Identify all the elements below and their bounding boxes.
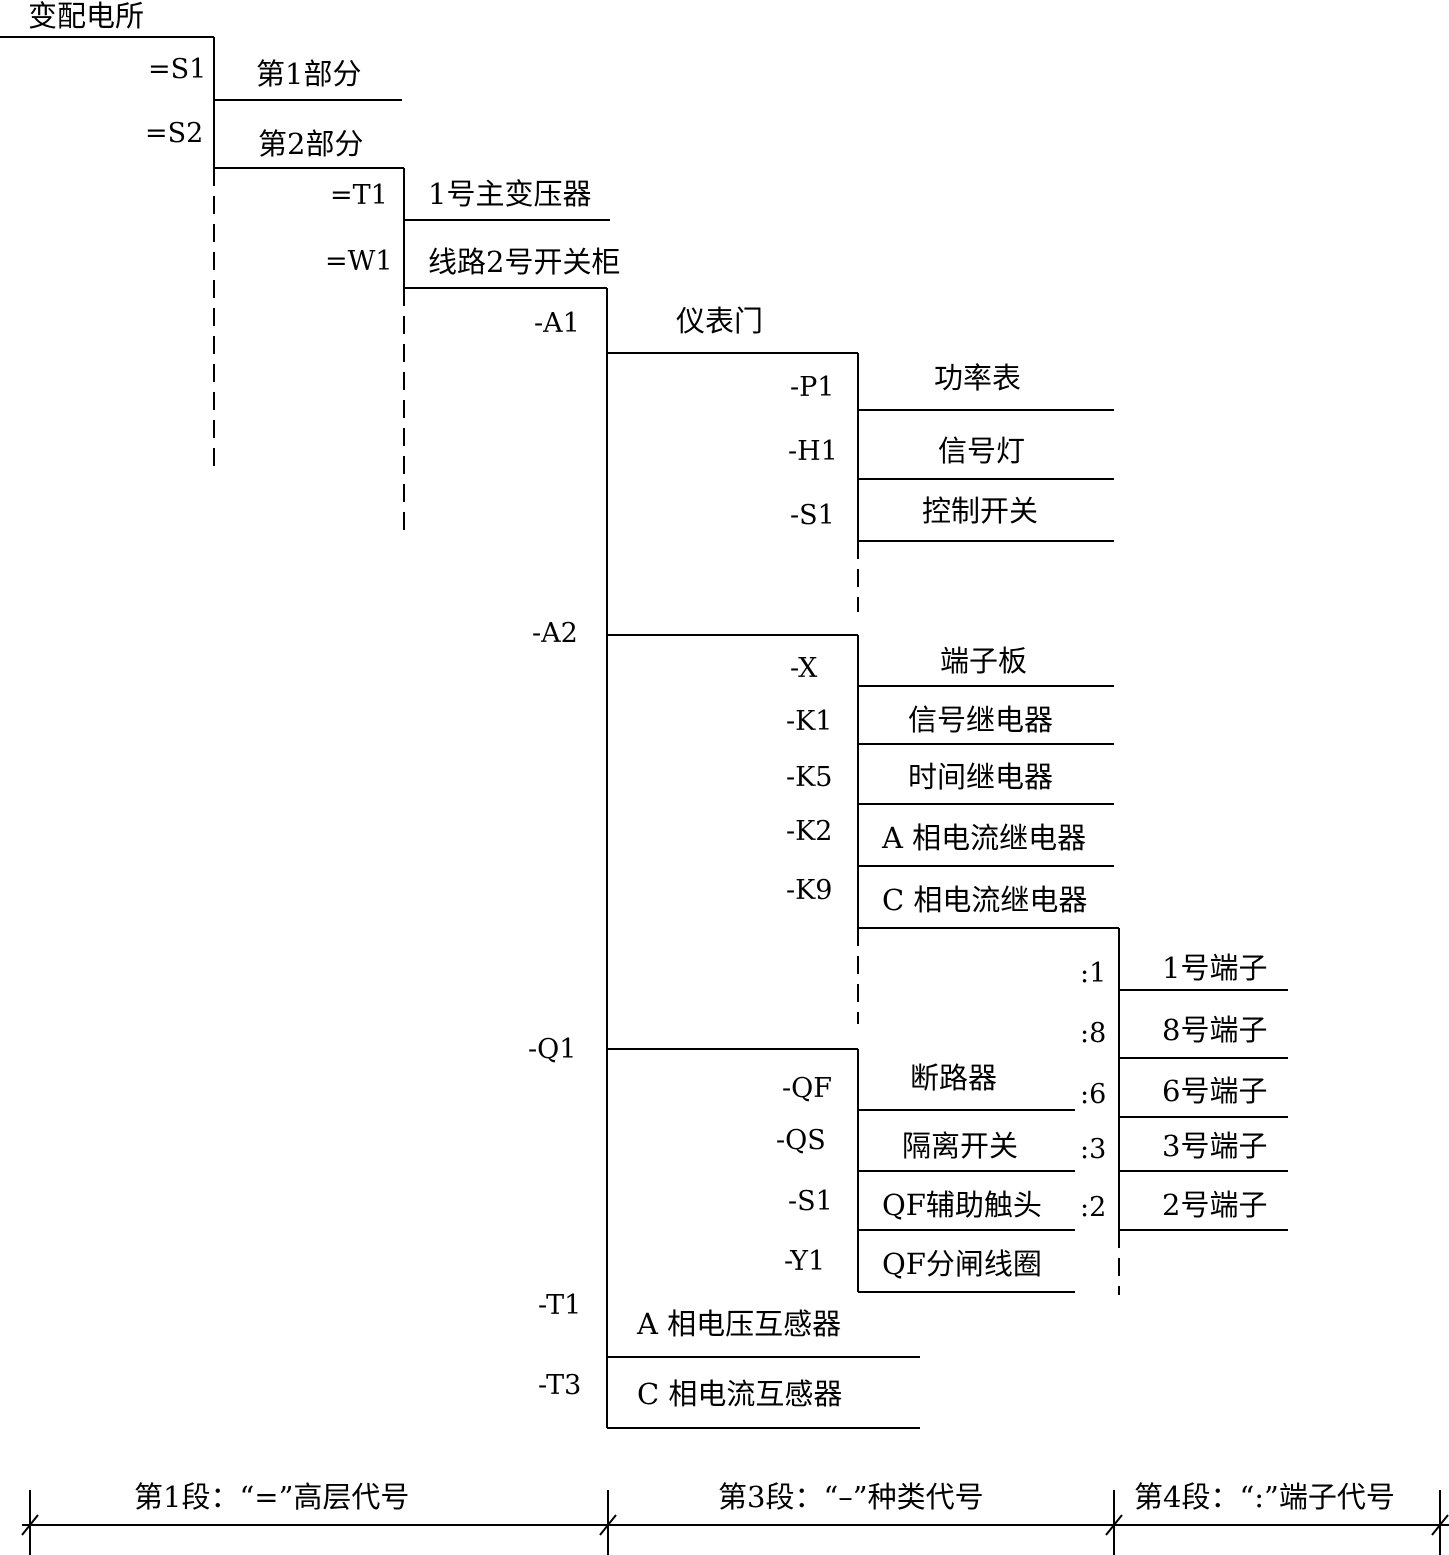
q1-code-qf: -QF bbox=[782, 1073, 832, 1104]
terminal-name-2: 2号端子 bbox=[1162, 1188, 1268, 1222]
a2-name-k2: A 相电流继电器 bbox=[882, 821, 1087, 855]
level1-name-s1: 第1部分 bbox=[256, 57, 362, 91]
q1-name-y1: QF分闸线圈 bbox=[882, 1247, 1042, 1281]
a2-name-k5: 时间继电器 bbox=[908, 760, 1054, 794]
a2-code-k5: -K5 bbox=[786, 762, 833, 793]
level1-name-s2: 第2部分 bbox=[258, 127, 364, 161]
level3-name-t1: A 相电压互感器 bbox=[637, 1307, 842, 1341]
a1-name-s1: 控制开关 bbox=[922, 494, 1039, 528]
segment-slash-3 bbox=[1105, 1514, 1123, 1536]
a1-name-h1: 信号灯 bbox=[938, 434, 1026, 468]
segment-label-1: 第1段：“=”高层代号 bbox=[134, 1480, 410, 1514]
terminal-code-2: :2 bbox=[1080, 1192, 1107, 1223]
level3-code-t3: -T3 bbox=[538, 1370, 582, 1401]
q1-name-s1: QF辅助触头 bbox=[882, 1188, 1042, 1222]
terminal-name-6: 6号端子 bbox=[1162, 1074, 1268, 1108]
level1-code-s2: =S2 bbox=[145, 118, 204, 149]
q1-name-qf: 断路器 bbox=[910, 1061, 998, 1095]
terminal-name-1: 1号端子 bbox=[1162, 951, 1268, 985]
terminal-code-8: :8 bbox=[1080, 1018, 1107, 1049]
segment-slash-4 bbox=[1431, 1514, 1449, 1536]
level1-code-s1: =S1 bbox=[148, 54, 207, 85]
level2-name-t1: 1号主变压器 bbox=[428, 177, 592, 211]
a2-code-x: -X bbox=[790, 653, 818, 684]
level3-code-t1: -T1 bbox=[538, 1290, 582, 1321]
level2-name-w1: 线路2号开关柜 bbox=[428, 245, 621, 279]
root-label: 变配电所 bbox=[28, 0, 145, 33]
level2-code-t1: =T1 bbox=[330, 180, 388, 211]
segment-slash-2 bbox=[599, 1514, 617, 1536]
level3-code-q1: -Q1 bbox=[528, 1034, 577, 1065]
segment-label-3: 第3段：“–”种类代号 bbox=[718, 1480, 984, 1514]
q1-name-qs: 隔离开关 bbox=[902, 1129, 1019, 1163]
terminal-code-6: :6 bbox=[1080, 1079, 1107, 1110]
q1-code-qs: -QS bbox=[776, 1125, 826, 1156]
level3-name-a1: 仪表门 bbox=[676, 304, 764, 338]
segment-label-4: 第4段：“:”端子代号 bbox=[1134, 1480, 1395, 1514]
level3-code-a1: -A1 bbox=[534, 308, 580, 339]
level3-code-a2: -A2 bbox=[532, 618, 578, 649]
terminal-name-3: 3号端子 bbox=[1162, 1129, 1268, 1163]
terminal-code-1: :1 bbox=[1080, 958, 1107, 989]
terminal-code-3: :3 bbox=[1080, 1134, 1107, 1165]
terminal-name-8: 8号端子 bbox=[1162, 1013, 1268, 1047]
a2-name-k9: C 相电流继电器 bbox=[882, 883, 1088, 917]
a1-code-s1: -S1 bbox=[790, 500, 835, 531]
segment-slash-1 bbox=[21, 1514, 39, 1536]
a2-name-k1: 信号继电器 bbox=[908, 703, 1054, 737]
a2-name-x: 端子板 bbox=[940, 644, 1028, 678]
q1-code-s1: -S1 bbox=[788, 1186, 833, 1217]
a2-code-k1: -K1 bbox=[786, 706, 833, 737]
a1-code-p1: -P1 bbox=[790, 372, 835, 403]
level2-code-w1: =W1 bbox=[325, 246, 393, 277]
a2-code-k2: -K2 bbox=[786, 816, 833, 847]
level3-name-t3: C 相电流互感器 bbox=[637, 1377, 843, 1411]
q1-code-y1: -Y1 bbox=[784, 1246, 826, 1277]
a2-code-k9: -K9 bbox=[786, 875, 833, 906]
a1-code-h1: -H1 bbox=[788, 436, 838, 467]
a1-name-p1: 功率表 bbox=[934, 361, 1022, 395]
